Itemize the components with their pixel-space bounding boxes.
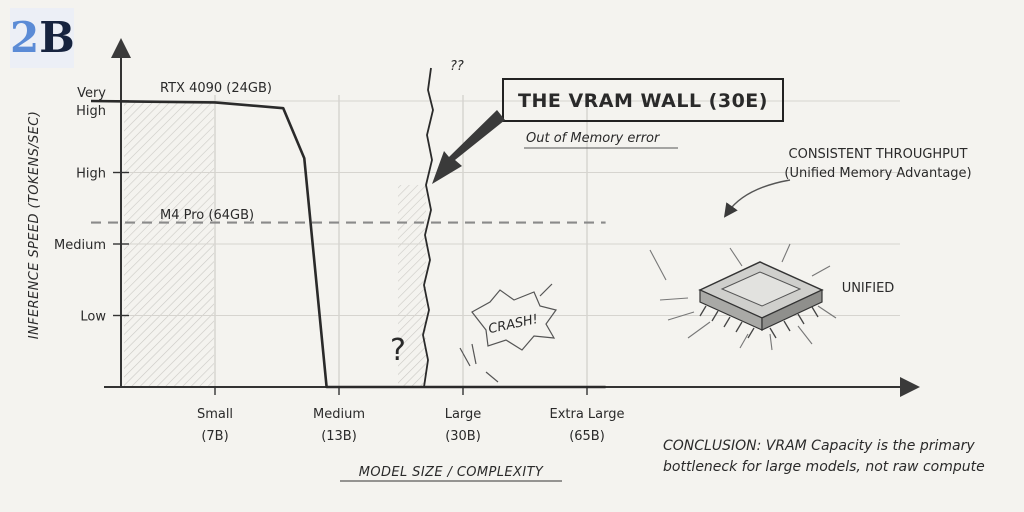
series-line-rtx-4090 bbox=[90, 99, 606, 389]
y-tick-label: Very bbox=[77, 86, 106, 101]
x-tick-sublabel: (65B) bbox=[569, 429, 605, 444]
oom-note: Out of Memory error bbox=[526, 131, 661, 146]
x-tick-sublabel: (7B) bbox=[201, 429, 228, 444]
logo: 2B bbox=[10, 8, 75, 68]
x-tick-sublabel: (13B) bbox=[321, 429, 357, 444]
y-axis-title: INFERENCE SPEED (TOKENS/SEC) bbox=[27, 111, 42, 339]
unified-chip-label: UNIFIED bbox=[842, 281, 895, 296]
series-label: RTX 4090 (24GB) bbox=[160, 81, 272, 96]
x-axis-title: MODEL SIZE / COMPLEXITY bbox=[359, 465, 544, 480]
y-tick-label: High bbox=[76, 104, 106, 119]
series-label: M4 Pro (64GB) bbox=[160, 208, 254, 223]
x-tick-label: Medium bbox=[313, 407, 365, 422]
consistent-arrow bbox=[723, 179, 791, 218]
y-tick-label: Low bbox=[80, 310, 106, 325]
wall-arrow bbox=[432, 110, 505, 184]
series-group: RTX 4090 (24GB) M4 Pro (64GB) bbox=[90, 81, 606, 389]
x-ticks: Small (7B) Medium (13B) Large (30B) Extra Larg… bbox=[197, 387, 625, 444]
chip-icon bbox=[649, 243, 837, 351]
hatch-region-wall bbox=[398, 185, 426, 387]
x-tick-label: Small bbox=[197, 407, 233, 422]
hatch-region-left bbox=[124, 103, 214, 387]
x-tick-label: Large bbox=[445, 407, 482, 422]
crash-burst bbox=[459, 283, 558, 383]
conclusion-line-1: CONCLUSION: VRAM Capacity is the primary bbox=[663, 438, 975, 454]
gridlines bbox=[121, 95, 900, 387]
vram-wall-line bbox=[422, 67, 434, 388]
conclusion-line-2: bottleneck for large models, not raw com… bbox=[663, 459, 985, 475]
unified-advantage-label: (Unified Memory Advantage) bbox=[784, 166, 971, 181]
x-tick-sublabel: (30B) bbox=[445, 429, 481, 444]
y-tick-label: High bbox=[76, 167, 106, 182]
title-box bbox=[502, 78, 784, 122]
consistent-throughput-label: CONSISTENT THROUGHPUT bbox=[789, 147, 968, 162]
chart-title: THE VRAM WALL (30E) bbox=[518, 90, 768, 112]
question-marks-top: ?? bbox=[450, 59, 464, 74]
question-mark-left: ? bbox=[390, 333, 406, 368]
y-tick-label: Medium bbox=[54, 238, 106, 253]
x-tick-label: Extra Large bbox=[549, 407, 624, 422]
